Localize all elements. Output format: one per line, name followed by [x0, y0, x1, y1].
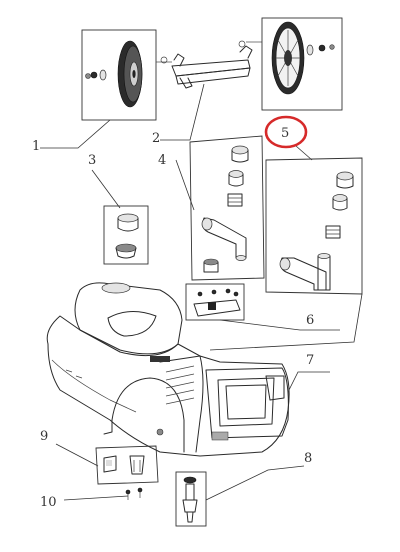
leader-line-2: [160, 83, 205, 141]
callout-6-label: 6: [306, 313, 314, 328]
nut-icon: [318, 44, 326, 52]
leader-line-1: [40, 119, 111, 149]
part-box-9-clips: [95, 445, 159, 485]
callout-8-label: 8: [304, 451, 312, 466]
leader-line-10: [63, 495, 129, 501]
callout-5-label: 5: [281, 126, 289, 141]
wheel-icon: [117, 40, 143, 108]
callout-3-label: 3: [88, 153, 96, 168]
leader-line-8: [205, 465, 305, 501]
part-box-3-cap: [103, 205, 149, 265]
leader-line-3: [91, 169, 121, 209]
leader-line-5: [295, 145, 313, 161]
callout-10-label: 10: [40, 495, 57, 510]
part-box-5-fittings: [265, 157, 363, 295]
part-10-screws: [125, 487, 143, 500]
callout-7-label: 7: [306, 353, 314, 368]
leader-line-5b: [209, 293, 363, 351]
nut-icon: [90, 71, 98, 79]
part-box-1-left-wheel: [81, 29, 157, 121]
leader-line-9: [55, 443, 99, 467]
part-box-8-valve: [175, 471, 207, 527]
part-box-4-fittings: [189, 135, 265, 281]
leader-line-4: [175, 159, 195, 211]
washer-icon: [85, 73, 91, 79]
leader-line-7: [287, 371, 330, 393]
part-7-main-housing: [46, 282, 290, 457]
washer-icon: [329, 44, 335, 50]
wheel-icon: [271, 21, 305, 95]
part-2-axle-bracket: [156, 40, 262, 89]
callout-5-highlight-circle: [264, 115, 308, 149]
leader-line-6: [219, 319, 340, 331]
callout-1-label: 1: [32, 139, 40, 154]
part-box-6-plate: [185, 283, 245, 321]
callout-2-label: 2: [152, 131, 160, 146]
callout-4-label: 4: [158, 153, 166, 168]
callout-9-label: 9: [40, 429, 48, 444]
part-box-right-wheel: [261, 17, 343, 111]
